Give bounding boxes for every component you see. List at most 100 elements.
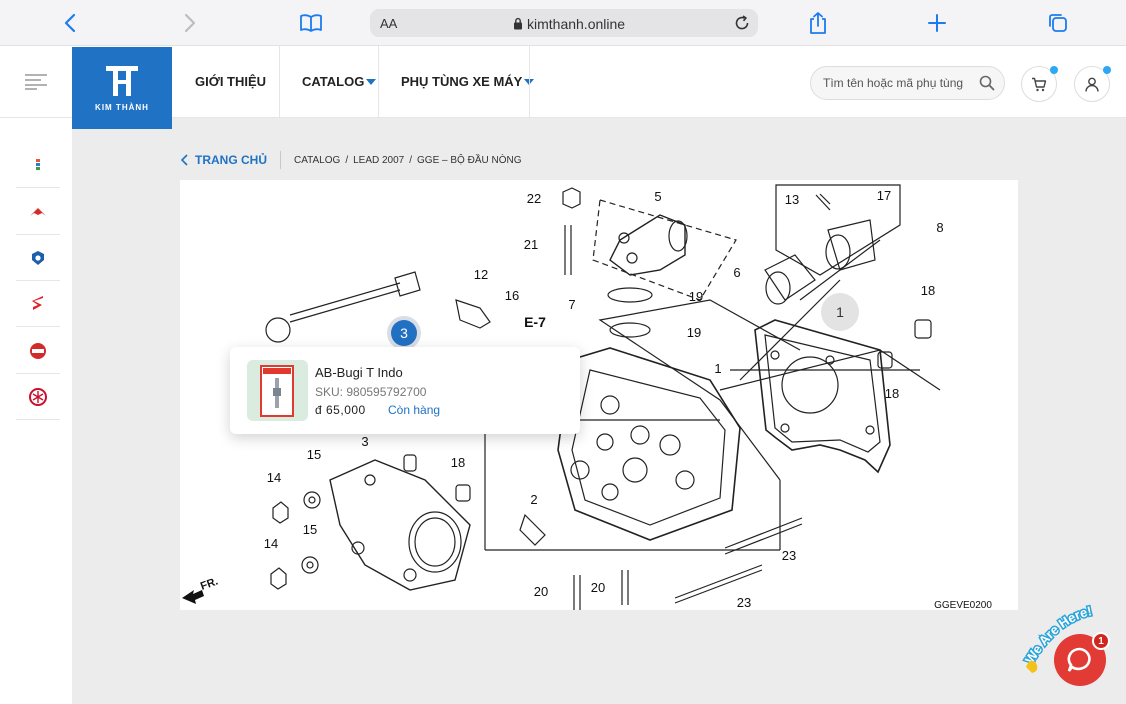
svg-text:5: 5 [654,189,661,204]
hotspot-label: 1 [836,304,844,320]
chat-unread-badge: 1 [1092,632,1110,650]
brand-yamaha[interactable] [16,374,60,420]
browser-toolbar: AA kimthanh.online [0,0,1126,46]
bookmarks-icon[interactable] [296,8,326,38]
cart-button[interactable] [1021,66,1058,102]
new-tab-icon[interactable] [922,8,952,38]
svg-text:13: 13 [785,192,799,207]
chat-bubble-icon [1067,647,1091,672]
brand-sidebar [0,118,72,704]
tabs-overview-icon[interactable] [1043,8,1073,38]
breadcrumb-separator: / [409,154,413,166]
hotspot-3[interactable]: 3 [387,316,421,350]
brand-1-icon [36,158,40,170]
nav-label: PHỤ TÙNG XE MÁY [401,74,523,89]
honda-wing-icon [30,207,46,216]
svg-text:2: 2 [530,492,537,507]
product-title[interactable]: AB-Bugi T Indo [315,365,403,380]
chat-button[interactable]: 1 [1054,632,1110,686]
svg-text:19: 19 [687,325,701,340]
breadcrumb-home[interactable]: TRANG CHỦ [180,153,267,167]
breadcrumb-catalog[interactable]: CATALOG [294,154,341,166]
svg-text:3: 3 [361,434,368,449]
svg-text:17: 17 [877,188,891,203]
brand-honda[interactable] [16,189,60,235]
brand-sym[interactable] [16,328,60,374]
logo-mark-icon [106,66,138,96]
account-button[interactable] [1074,66,1111,102]
spark-plug-image [260,365,294,417]
svg-text:15: 15 [307,447,321,462]
callout-labels: 1 2 3 5 6 7 8 12 13 14 14 15 15 16 17 18… [264,188,993,611]
cart-notification-dot [1050,66,1058,74]
svg-text:22: 22 [527,191,541,206]
address-bar[interactable]: AA kimthanh.online [370,9,758,37]
exploded-view-drawing: 1 2 3 5 6 7 8 12 13 14 14 15 15 16 17 18… [182,184,993,611]
nav-label: CATALOG [302,74,365,89]
svg-text:23: 23 [737,595,751,610]
svg-text:21: 21 [524,237,538,252]
search-input[interactable] [823,76,973,90]
stock-status: Còn hàng [388,403,441,417]
breadcrumb-separator: / [345,154,349,166]
svg-text:14: 14 [267,470,281,485]
yamaha-icon [29,387,47,406]
breadcrumb-model[interactable]: LEAD 2007 [353,154,405,166]
waving-hand-icon [1026,660,1038,673]
svg-text:20: 20 [534,584,548,599]
reader-button[interactable]: AA [380,16,398,31]
front-direction-icon: FR. [182,575,220,604]
forward-icon[interactable] [175,8,205,38]
nav-catalog[interactable]: CATALOG [302,46,377,117]
search-icon[interactable] [974,70,1000,96]
svg-text:19: 19 [689,289,703,304]
breadcrumb-current: GGE – BỘ ĐẦU NÒNG [417,154,522,166]
chevron-left-icon [180,154,188,166]
svg-text:18: 18 [921,283,935,298]
diagram-code: GGEVE0200 [934,600,992,610]
suzuki-s-icon [32,295,43,310]
hotspot-1[interactable]: 1 [821,293,859,331]
brand-suzuki[interactable] [16,281,60,327]
nav-label: GIỚI THIỆU [195,74,267,89]
svg-text:14: 14 [264,536,278,551]
part-popover[interactable]: AB-Bugi T Indo SKU: 980595792700 đ 65,00… [230,347,580,434]
product-thumbnail [247,360,308,421]
front-label: FR. [199,575,220,592]
site-header: KIM THÀNH GIỚI THIỆU CATALOG PHỤ TÙNG XE… [0,46,1126,129]
svg-text:12: 12 [474,267,488,282]
search-box [810,66,1005,100]
svg-text:8: 8 [936,220,943,235]
svg-text:6: 6 [733,265,740,280]
svg-text:23: 23 [782,548,796,563]
nav-gioi-thieu[interactable]: GIỚI THIỆU [195,46,266,117]
cart-icon [1032,77,1047,91]
back-icon[interactable] [55,8,85,38]
svg-text:20: 20 [591,580,605,595]
piaggio-shield-icon [32,250,44,265]
svg-text:1: 1 [714,361,721,376]
brand-logo-1[interactable] [16,142,60,188]
brand-piaggio[interactable] [16,235,60,281]
lock-icon [513,17,523,35]
breadcrumb: TRANG CHỦ CATALOG / LEAD 2007 / GGE – BỘ… [180,150,522,170]
nav-divider [279,46,280,117]
chevron-down-icon [366,79,377,85]
breadcrumb-divider [280,151,281,169]
reference-label: E-7 [524,314,546,330]
hotspot-label: 3 [391,320,417,346]
nav-phu-tung[interactable]: PHỤ TÙNG XE MÁY [401,46,535,117]
menu-icon[interactable] [25,74,47,95]
url-text: kimthanh.online [527,16,626,32]
svg-text:15: 15 [303,522,317,537]
product-sku: SKU: 980595792700 [315,385,427,399]
site-logo[interactable]: KIM THÀNH [72,47,172,129]
share-icon[interactable] [803,8,833,38]
user-icon [1085,77,1099,92]
svg-text:18: 18 [451,455,465,470]
product-price: đ 65,000 [315,403,366,417]
svg-text:7: 7 [568,297,575,312]
nav-divider [529,46,530,117]
account-notification-dot [1103,66,1111,74]
reload-icon[interactable] [732,13,752,38]
